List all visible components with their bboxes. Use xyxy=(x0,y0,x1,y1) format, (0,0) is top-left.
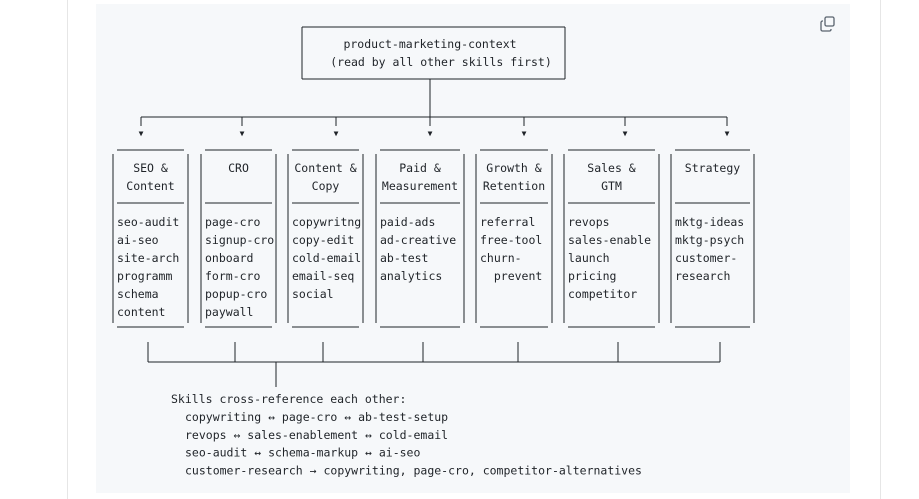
category-title: Content & xyxy=(294,161,356,175)
category-title: GTM xyxy=(601,179,622,193)
skill-item: mktg-psych xyxy=(675,233,744,247)
skill-item: customer- xyxy=(675,251,737,265)
skill-item: page-cro xyxy=(205,215,260,229)
category-title: Growth & xyxy=(486,161,541,175)
crossref-line: copywriting ↔ page-cro ↔ ab-test-setup xyxy=(185,410,448,424)
crossref-heading: Skills cross-reference each other: xyxy=(171,392,406,406)
skill-item: paywall xyxy=(205,305,253,319)
skill-item: paid-ads xyxy=(380,215,435,229)
skill-item: copywritng xyxy=(292,215,361,229)
category-title: Retention xyxy=(483,179,545,193)
root-title: product-marketing-context xyxy=(343,37,516,51)
skill-item: revops xyxy=(568,215,610,229)
skill-item: signup-cro xyxy=(205,233,274,247)
skill-item: mktg-ideas xyxy=(675,215,744,229)
skill-item: form-cro xyxy=(205,269,260,283)
skill-item: ai-seo xyxy=(117,233,159,247)
skill-item: email-seq xyxy=(292,269,354,283)
category-title: Paid & xyxy=(399,161,441,175)
category-title: Sales & xyxy=(587,161,636,175)
down-arrow-icon: ▼ xyxy=(428,129,433,138)
skill-item: onboard xyxy=(205,251,253,265)
skill-item: launch xyxy=(568,251,610,265)
skill-item: analytics xyxy=(380,269,442,283)
skill-item: referral xyxy=(480,215,535,229)
skill-item: ad-creative xyxy=(380,233,456,247)
down-arrow-icon: ▼ xyxy=(139,129,144,138)
copy-button[interactable] xyxy=(818,14,838,34)
skill-item: schema xyxy=(117,287,159,301)
category-title: CRO xyxy=(228,161,249,175)
down-arrow-icon: ▼ xyxy=(522,129,527,138)
skill-item: seo-audit xyxy=(117,215,179,229)
category-title: Content xyxy=(126,179,174,193)
skill-item: churn- xyxy=(480,251,522,265)
down-arrow-icon: ▼ xyxy=(240,129,245,138)
skill-item: competitor xyxy=(568,287,637,301)
skill-item: site-arch xyxy=(117,251,179,265)
skill-item: copy-edit xyxy=(292,233,354,247)
skill-item: free-tool xyxy=(480,233,542,247)
crossref-line: revops ↔ sales-enablement ↔ cold-email xyxy=(185,428,448,442)
down-arrow-icon: ▼ xyxy=(334,129,339,138)
code-block xyxy=(96,4,850,493)
category-title: SEO & xyxy=(133,161,168,175)
skill-item: popup-cro xyxy=(205,287,267,301)
skill-item: content xyxy=(117,305,165,319)
skill-item: ab-test xyxy=(380,251,428,265)
category-title: Strategy xyxy=(685,161,740,175)
down-arrow-icon: ▼ xyxy=(725,129,730,138)
skill-item: social xyxy=(292,287,334,301)
crossref-line: customer-research → copywriting, page-cr… xyxy=(185,463,642,477)
skill-item: research xyxy=(675,269,730,283)
root-subtitle: (read by all other skills first) xyxy=(330,55,552,69)
down-arrow-icon: ▼ xyxy=(623,129,628,138)
category-title: Copy xyxy=(312,179,340,193)
category-title: Measurement xyxy=(382,179,458,193)
skill-item: programm xyxy=(117,269,172,283)
skill-item: sales-enable xyxy=(568,233,651,247)
skill-item: pricing xyxy=(568,269,616,283)
copy-icon xyxy=(820,16,835,32)
crossref-line: seo-audit ↔ schema-markup ↔ ai-seo xyxy=(185,446,420,460)
skill-item: cold-email xyxy=(292,251,361,265)
skill-item: prevent xyxy=(480,269,542,283)
